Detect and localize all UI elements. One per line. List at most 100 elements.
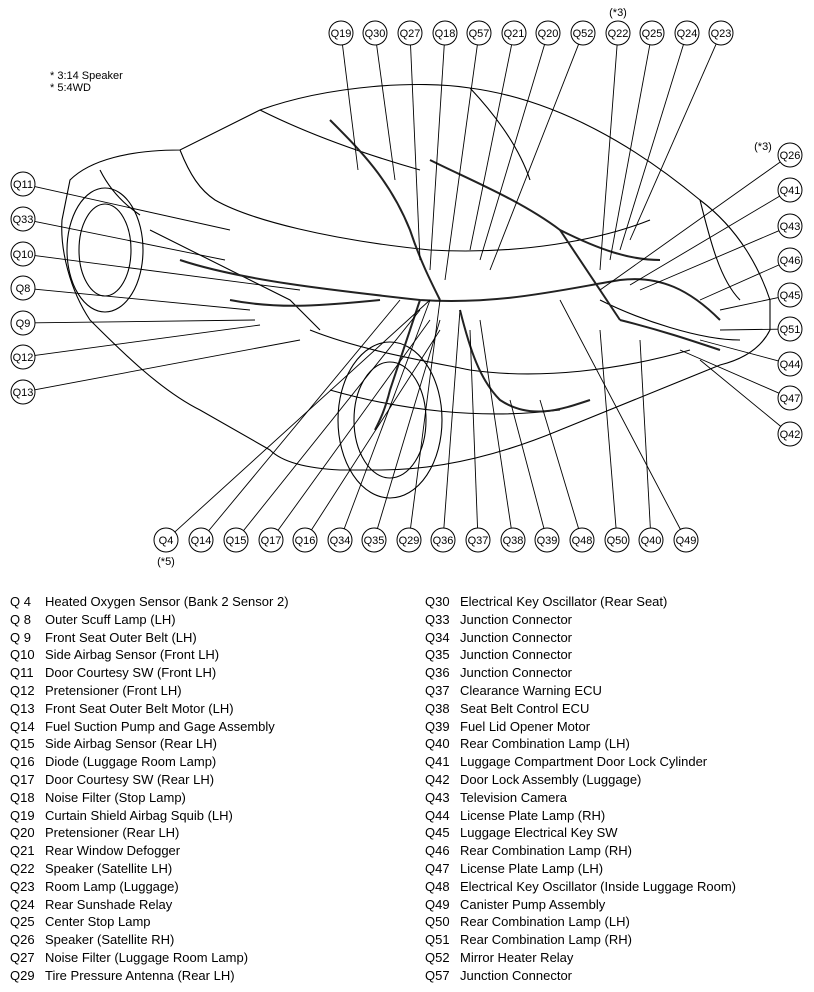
legend-desc: Junction Connector	[460, 629, 573, 645]
legend-desc: Tire Pressure Antenna (Rear LH)	[45, 967, 235, 983]
callout-label: Q22	[608, 28, 629, 40]
legend-code: Q50	[425, 914, 450, 930]
leader-line-q22	[599, 44, 618, 271]
callout-circle	[535, 20, 561, 46]
legend-desc: Rear Combination Lamp (LH)	[460, 914, 630, 930]
legend-code: Q36	[425, 665, 450, 681]
legend-desc: Outer Scuff Lamp (LH)	[45, 611, 176, 627]
callout-label: Q38	[503, 535, 524, 547]
callout-q9: Q9	[10, 310, 36, 336]
callout-q43: Q43	[777, 213, 803, 239]
callout-q4: Q4	[153, 527, 179, 553]
legend-code: Q34	[425, 629, 450, 645]
legend-code: Q47	[425, 860, 450, 876]
leader-line-q49	[559, 299, 681, 530]
callout-circle	[777, 351, 803, 377]
callout-label: Q8	[16, 283, 31, 295]
callout-q16: Q16	[292, 527, 318, 553]
callout-q29: Q29	[396, 527, 422, 553]
callout-q17: Q17	[258, 527, 284, 553]
leader-line-q8	[34, 288, 251, 311]
callout-label: Q43	[780, 221, 801, 233]
leader-line-q37	[469, 329, 478, 529]
car-body	[61, 83, 771, 499]
legend-code: Q33	[425, 611, 450, 627]
callout-circle	[361, 527, 387, 553]
legend-code: Q14	[10, 718, 35, 734]
legend-item-q8: Q 8 Outer Scuff Lamp (LH)	[10, 611, 289, 629]
leader-line-q14	[208, 299, 401, 532]
callout-circle	[674, 20, 700, 46]
callout-q24: Q24	[674, 20, 700, 46]
legend-code: Q18	[10, 789, 35, 805]
legend-desc: Speaker (Satellite RH)	[45, 932, 175, 948]
leader-line-q13	[34, 339, 301, 391]
legend-desc: Clearance Warning ECU	[460, 682, 602, 698]
leader-line-q48	[539, 399, 579, 529]
callout-q36: Q36	[430, 527, 456, 553]
leader-line-q21	[469, 44, 513, 251]
leader-line-q16	[311, 329, 441, 531]
legend-desc: Electrical Key Oscillator (Rear Seat)	[460, 594, 668, 609]
callout-circle	[570, 20, 596, 46]
legend-code: Q 8	[10, 611, 31, 627]
callout-circle	[328, 20, 354, 46]
callout-circle	[153, 527, 179, 553]
callout-label: Q41	[780, 185, 801, 197]
legend-desc: Noise Filter (Stop Lamp)	[45, 789, 186, 805]
legend-desc: Center Stop Lamp	[45, 914, 151, 930]
leader-line-q18	[429, 44, 445, 271]
callout-label: Q48	[572, 535, 593, 547]
callout-q11: Q11	[10, 171, 36, 197]
legend-item-q34: Q34 Junction Connector	[425, 629, 736, 647]
callout-circle	[396, 527, 422, 553]
callout-circle	[397, 20, 423, 46]
legend-desc: Rear Combination Lamp (LH)	[460, 736, 630, 752]
callout-q10: Q10	[10, 241, 36, 267]
legend-desc: Junction Connector	[460, 967, 573, 983]
callout-circle	[501, 20, 527, 46]
legend-item-q50: Q50 Rear Combination Lamp (LH)	[425, 913, 736, 931]
legend-desc: Electrical Key Oscillator (Inside Luggag…	[460, 878, 737, 894]
legend-code: Q 4	[10, 594, 31, 609]
callout-q13: Q13	[10, 379, 36, 405]
legend-code: Q21	[10, 843, 35, 859]
legend-code: Q11	[10, 665, 34, 681]
legend-desc: Room Lamp (Luggage)	[45, 878, 179, 894]
legend-code: Q57	[425, 967, 450, 983]
legend-code: Q27	[10, 949, 35, 965]
wire-harness	[179, 119, 721, 431]
callout-label: Q36	[433, 535, 454, 547]
leader-line-q46	[699, 264, 780, 301]
leader-line-q30	[376, 44, 396, 181]
callout-circle	[639, 20, 665, 46]
callout-circle	[10, 275, 36, 301]
callout-label: Q34	[330, 535, 351, 547]
callout-circle	[432, 20, 458, 46]
leader-line-q15	[243, 309, 421, 531]
callout-label: Q10	[13, 249, 34, 261]
leader-line-q57	[444, 44, 478, 281]
callout-q41: Q41	[777, 177, 803, 203]
callout-label: Q15	[226, 535, 247, 547]
note-4wd: * 5:4WD	[50, 82, 91, 94]
legend-desc: Diode (Luggage Room Lamp)	[45, 754, 217, 770]
callout-label: Q35	[364, 535, 385, 547]
callout-q33: Q33	[10, 206, 36, 232]
callout-circle	[10, 241, 36, 267]
legend-desc: Television Camera	[460, 789, 567, 805]
